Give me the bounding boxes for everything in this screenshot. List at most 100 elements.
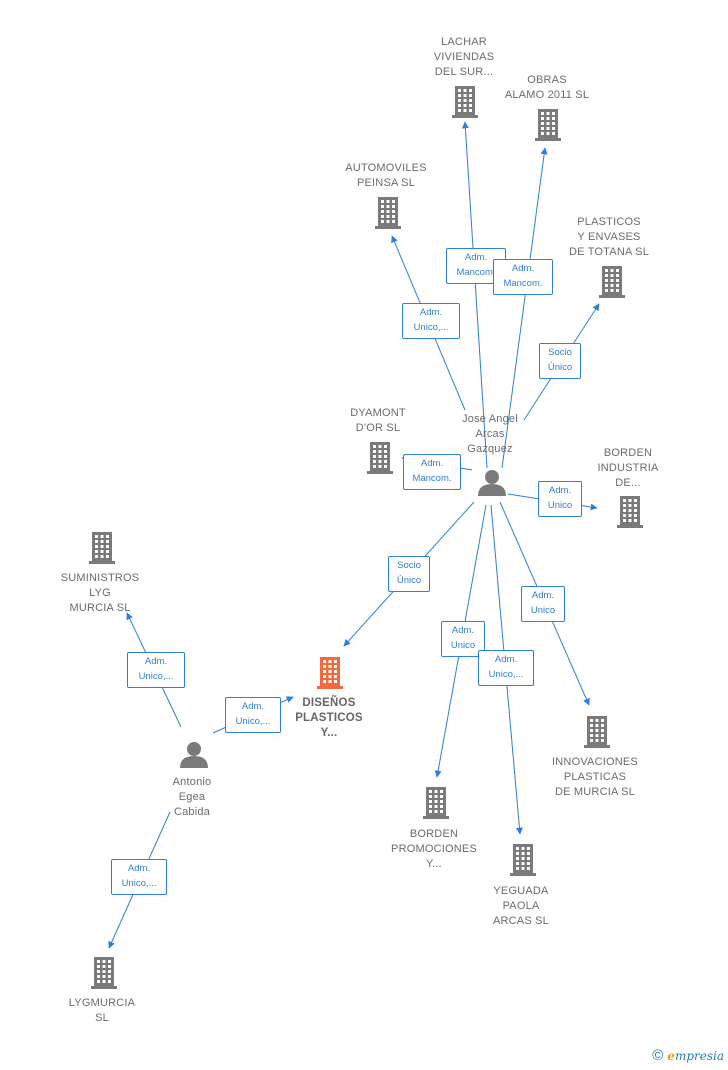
building-icon-yeguada[interactable] — [510, 844, 536, 876]
edge-label-line: Adm. — [420, 458, 444, 469]
building-icon-obras[interactable] — [535, 109, 561, 141]
node-label-line: LACHAR — [441, 36, 487, 48]
person-icon-jose[interactable] — [478, 470, 506, 496]
node-label-plasticos[interactable]: PLASTICOS Y ENVASES DE TOTANA SL — [544, 215, 674, 260]
building-icon-plasticos[interactable] — [599, 266, 625, 298]
edge-label-jose-to-yeguada[interactable]: Adm.Unico,... — [478, 650, 534, 686]
building-icon-innovaciones[interactable] — [584, 716, 610, 748]
building-icon-borden_prom[interactable] — [423, 787, 449, 819]
node-label-line: Antonio — [172, 776, 212, 788]
edge-label-line: Unico,... — [121, 878, 157, 889]
node-label-disenos[interactable]: DISEÑOS PLASTICOS Y... — [264, 696, 394, 741]
edge-label-jose-to-automoviles[interactable]: Adm. Unico,... — [402, 303, 460, 339]
edge-label-line: Adm. — [127, 863, 151, 874]
edge-label-jose-to-innovaciones[interactable]: Adm. Unico — [521, 586, 565, 622]
node-label-line: ALAMO 2011 SL — [504, 89, 590, 101]
edge-label-jose-to-borden_prom[interactable]: Adm. Unico — [441, 621, 485, 657]
node-label-obras[interactable]: OBRAS ALAMO 2011 SL — [482, 73, 612, 103]
node-label-line: INDUSTRIA — [597, 462, 659, 474]
edge-label-line: Adm. — [451, 625, 475, 636]
edge-label-line: Mancom. — [456, 267, 496, 278]
edge-label-line: Adm. — [531, 590, 555, 601]
node-label-line: BORDEN — [603, 447, 653, 459]
edge-label-line: Único — [547, 362, 573, 373]
node-label-yeguada[interactable]: YEGUADA PAOLA ARCAS SL — [456, 884, 586, 929]
node-label-line: ARCAS SL — [492, 915, 549, 927]
node-label-line: DISEÑOS — [302, 697, 356, 709]
footer-brand: © empresia — [652, 1047, 724, 1064]
node-label-line: Y ENVASES — [577, 231, 641, 243]
node-label-line: LYGMURCIA — [68, 997, 136, 1009]
edge-label-line: Unico — [450, 640, 476, 651]
node-label-line: VIVIENDAS — [433, 51, 495, 63]
node-label-line: Cabida — [173, 806, 211, 818]
icons-layer — [89, 86, 643, 989]
building-icon-automoviles[interactable] — [375, 197, 401, 229]
building-icon-lygmurcia[interactable] — [91, 957, 117, 989]
node-label-line: DYAMONT — [350, 407, 406, 419]
node-label-line: BORDEN — [409, 828, 459, 840]
node-label-line: D'OR SL — [355, 422, 401, 434]
node-label-line: Y... — [426, 858, 442, 870]
node-label-line: PAOLA — [502, 900, 540, 912]
node-label-borden_ind[interactable]: BORDEN INDUSTRIA DE... — [563, 446, 693, 491]
node-label-line: MURCIA SL — [69, 602, 131, 614]
node-label-line: DE MURCIA SL — [554, 786, 636, 798]
node-label-line: PLASTICAS — [563, 771, 627, 783]
node-label-line: AUTOMOVILES — [345, 162, 427, 174]
brand-logo[interactable]: empresia — [667, 1048, 724, 1063]
node-label-line: PROMOCIONES — [391, 843, 477, 855]
node-label-borden_prom[interactable]: BORDEN PROMOCIONES Y... — [369, 827, 499, 872]
node-label-line: SUMINISTROS — [60, 572, 140, 584]
edge-label-line: Unico,... — [413, 322, 449, 333]
edge-label-line: Adm. — [548, 485, 572, 496]
edge-label-line: Adm. — [511, 263, 535, 274]
edge-label-line: Adm. — [419, 307, 443, 318]
node-label-line: Arcas — [475, 428, 505, 440]
node-label-line: OBRAS — [527, 74, 567, 86]
edge-label-jose-to-borden_ind[interactable]: Adm. Unico — [538, 481, 582, 517]
node-label-line: PLASTICOS — [295, 712, 363, 724]
edge-label-line: Único — [396, 575, 422, 586]
edge-label-line: Socio — [397, 560, 421, 571]
edge-label-line: Unico,... — [235, 716, 271, 727]
node-label-line: Y... — [320, 727, 338, 739]
building-icon-dyamont[interactable] — [367, 442, 393, 474]
building-icon-suministros[interactable] — [89, 532, 115, 564]
edge-label-line: Unico — [547, 500, 573, 511]
edge-label-line: Socio — [548, 347, 572, 358]
building-icon-borden_ind[interactable] — [617, 496, 643, 528]
node-label-line: DE... — [615, 477, 641, 489]
edge-label-jose-to-obras[interactable]: Adm. Mancom. — [493, 259, 553, 295]
node-label-line: YEGUADA — [493, 885, 549, 897]
edge-label-line: Mancom. — [412, 473, 452, 484]
edge-label-antonio-to-lygmurcia[interactable]: Adm. Unico,... — [111, 859, 167, 895]
edge-label-line: Mancom. — [503, 278, 543, 289]
edge-label-antonio-to-disenos[interactable]: Adm. Unico,... — [225, 697, 281, 733]
node-label-line: Egea — [178, 791, 206, 803]
building-icon-lachar[interactable] — [452, 86, 478, 118]
edge-jose-to-obras — [501, 147, 548, 469]
focus-building-icon-disenos[interactable] — [317, 657, 343, 689]
edge-label-line: Unico — [530, 605, 556, 616]
edge-label-line: Adm. — [494, 654, 518, 665]
node-label-line: Jose Angel — [462, 413, 518, 425]
edge-label-line: Adm. — [241, 701, 265, 712]
edge-label-antonio-to-suministros[interactable]: Adm.Unico,... — [127, 652, 185, 688]
node-label-line: DE TOTANA SL — [568, 246, 650, 258]
node-label-dyamont[interactable]: DYAMONT D'OR SL — [313, 406, 443, 436]
edge-label-jose-to-dyamont[interactable]: Adm. Mancom. — [403, 454, 461, 490]
edge-jose-to-lachar — [461, 121, 488, 469]
person-icon-antonio[interactable] — [180, 742, 208, 768]
node-label-line: PLASTICOS — [577, 216, 641, 228]
edge-label-line: Adm. — [464, 252, 488, 263]
